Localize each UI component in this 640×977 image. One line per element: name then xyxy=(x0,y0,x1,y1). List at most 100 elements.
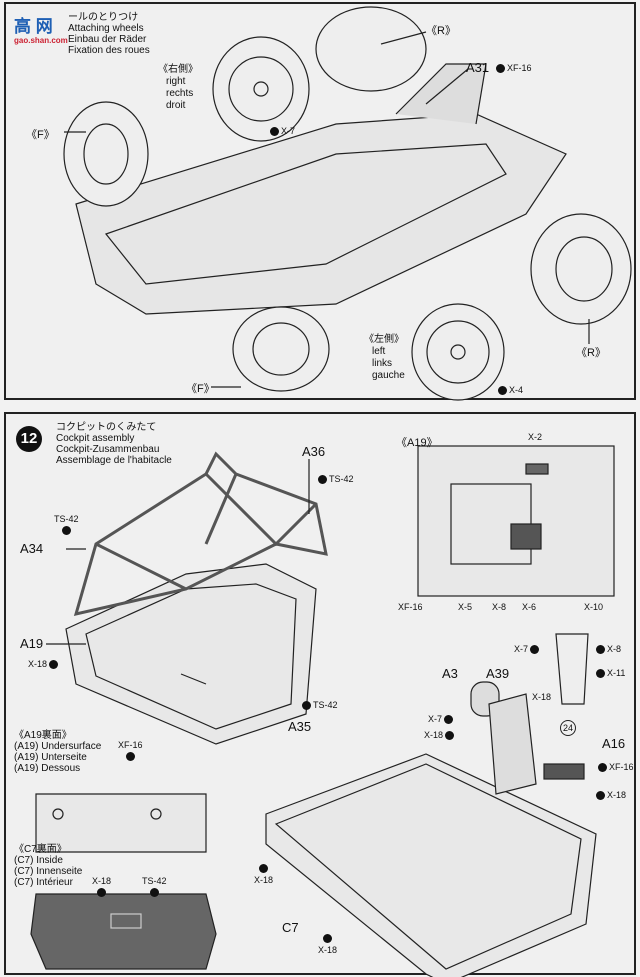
paint-label: TS-42 xyxy=(313,700,338,710)
underside-fr: (A19) Dessous xyxy=(14,763,81,774)
right-en: right xyxy=(166,76,186,87)
watermark-url: gao.shan.com xyxy=(14,36,68,45)
right-fr: droit xyxy=(166,100,186,111)
paint-dot-icon xyxy=(496,63,505,73)
paint-label: X-6 xyxy=(522,602,537,612)
part-a39-label: A39 xyxy=(486,666,510,681)
paint-label: TS-42 xyxy=(142,876,167,886)
step-12-panel: 12 コクピットのくみたて Cockpit assembly Cockpit-Z… xyxy=(4,412,636,977)
step-number-badge: 12 xyxy=(16,426,42,452)
paint-label: X-10 xyxy=(584,602,604,612)
part-a36-label: A36 xyxy=(302,444,326,459)
part-a31-label: A31 xyxy=(466,60,490,75)
c7-inside-caption: 《C7裏面》 (C7) Inside (C7) Innenseite (C7) … xyxy=(14,844,82,888)
ref-step-24: 24 xyxy=(560,720,576,736)
title-fr: Assemblage de l'habitacle xyxy=(56,455,172,466)
paint-x8-pedal: X-8 xyxy=(596,644,621,654)
inside-jp: 《C7裏面》 xyxy=(14,844,67,855)
paint-dot-icon xyxy=(444,714,454,724)
paint-label: X-7 xyxy=(281,126,296,136)
part-a3-label: A3 xyxy=(442,666,458,681)
paint-x6: X-6 xyxy=(522,602,536,612)
paint-xf16: XF-16 xyxy=(496,63,532,73)
paint-ts42-c7inside: TS-42 xyxy=(142,876,167,897)
underside-jp: 《A19裏面》 xyxy=(14,730,72,741)
left-jp: 《左側》 xyxy=(364,334,404,345)
paint-dot-icon xyxy=(596,644,605,654)
paint-dot-icon xyxy=(302,700,311,710)
paint-x7: X-7 xyxy=(270,126,295,136)
paint-label: X-4 xyxy=(509,385,524,395)
right-jp: 《右側》 xyxy=(158,64,198,75)
paint-dot-icon xyxy=(270,126,279,136)
title-en: Attaching wheels xyxy=(68,23,144,34)
paint-label: XF-16 xyxy=(609,762,634,772)
paint-label: TS-42 xyxy=(329,474,354,484)
left-en: left xyxy=(372,346,386,357)
paint-x11: X-11 xyxy=(596,668,625,678)
front-marker-left: 《F》 xyxy=(26,129,55,141)
paint-label: X-18 xyxy=(28,659,48,669)
paint-label: X-8 xyxy=(607,644,622,654)
underside-de: (A19) Unterseite xyxy=(14,752,87,763)
paint-xf16-a16: XF-16 xyxy=(598,762,634,772)
step-11-panel: 高 网 gao.shan.com ールのとりつけ Attaching wheel… xyxy=(4,2,636,401)
paint-x18-a3: X-18 xyxy=(424,730,455,740)
part-a16-label: A16 xyxy=(602,736,626,751)
wheel-assembly-illustration xyxy=(63,6,632,401)
title-de: Einbau der Räder xyxy=(68,34,147,45)
inside-fr: (C7) Intérieur xyxy=(14,877,73,888)
paint-dot-icon xyxy=(598,762,607,772)
left-side-label: 《左側》 left links gauche xyxy=(364,334,405,382)
paint-xf16-underside: XF-16 xyxy=(118,740,143,761)
paint-label: XF-16 xyxy=(507,63,532,73)
paint-label: X-18 xyxy=(532,692,552,702)
paint-dot-icon xyxy=(318,474,327,484)
cockpit-assembly-illustration xyxy=(30,445,615,977)
paint-x18-c7-bottom: X-18 xyxy=(318,934,337,955)
rear-marker-right: 《R》 xyxy=(576,347,606,359)
paint-x4: X-4 xyxy=(498,385,523,395)
right-side-label: 《右側》 right rechts droit xyxy=(158,64,198,112)
paint-x5: X-5 xyxy=(458,602,472,612)
part-a34-label: A34 xyxy=(20,541,44,556)
paint-label: X-8 xyxy=(492,602,507,612)
left-fr: gauche xyxy=(372,370,405,381)
paint-x18-a16: X-18 xyxy=(596,790,626,800)
watermark-text: 高 网 xyxy=(14,17,53,36)
step-12-title: コクピットのくみたて Cockpit assembly Cockpit-Zusa… xyxy=(56,422,172,466)
right-de: rechts xyxy=(166,88,194,99)
rear-marker-top: 《R》 xyxy=(426,25,456,37)
part-c7-label: C7 xyxy=(282,920,299,935)
paint-label: X-7 xyxy=(428,714,443,724)
a19-underside-caption: 《A19裏面》 (A19) Undersurface (A19) Unterse… xyxy=(14,730,101,774)
paint-dot-icon xyxy=(259,864,268,873)
paint-label: X-18 xyxy=(424,730,444,740)
paint-x18-c7-left: X-18 xyxy=(254,864,273,885)
paint-ts42-a34: TS-42 xyxy=(54,514,79,535)
paint-dot-icon xyxy=(498,385,507,395)
paint-x18-a19: X-18 xyxy=(28,659,59,669)
paint-dot-icon xyxy=(323,934,332,943)
step-11-title: ールのとりつけ Attaching wheels Einbau der Räde… xyxy=(68,12,150,56)
paint-label: X-18 xyxy=(92,876,112,886)
paint-label: XF-16 xyxy=(398,602,423,612)
front-marker-bottom: 《F》 xyxy=(186,383,215,395)
paint-dot-icon xyxy=(49,659,59,669)
paint-label: X-11 xyxy=(607,668,626,678)
title-jp: ールのとりつけ xyxy=(68,12,139,23)
paint-dot-icon xyxy=(530,644,540,654)
paint-x18-a39: X-18 xyxy=(532,692,551,702)
paint-dot-icon xyxy=(149,888,159,897)
part-a35-label: A35 xyxy=(288,719,312,734)
paint-label: X-2 xyxy=(528,432,543,442)
title-en: Cockpit assembly xyxy=(56,433,135,444)
inside-de: (C7) Innenseite xyxy=(14,866,83,877)
paint-dot-icon xyxy=(596,790,605,800)
left-de: links xyxy=(372,358,393,369)
paint-label: X-18 xyxy=(318,945,338,955)
title-fr: Fixation des roues xyxy=(68,45,150,56)
paint-x7-pedal: X-7 xyxy=(514,644,540,654)
title-jp: コクピットのくみたて xyxy=(56,422,157,433)
watermark-logo: 高 网 gao.shan.com xyxy=(14,12,70,52)
